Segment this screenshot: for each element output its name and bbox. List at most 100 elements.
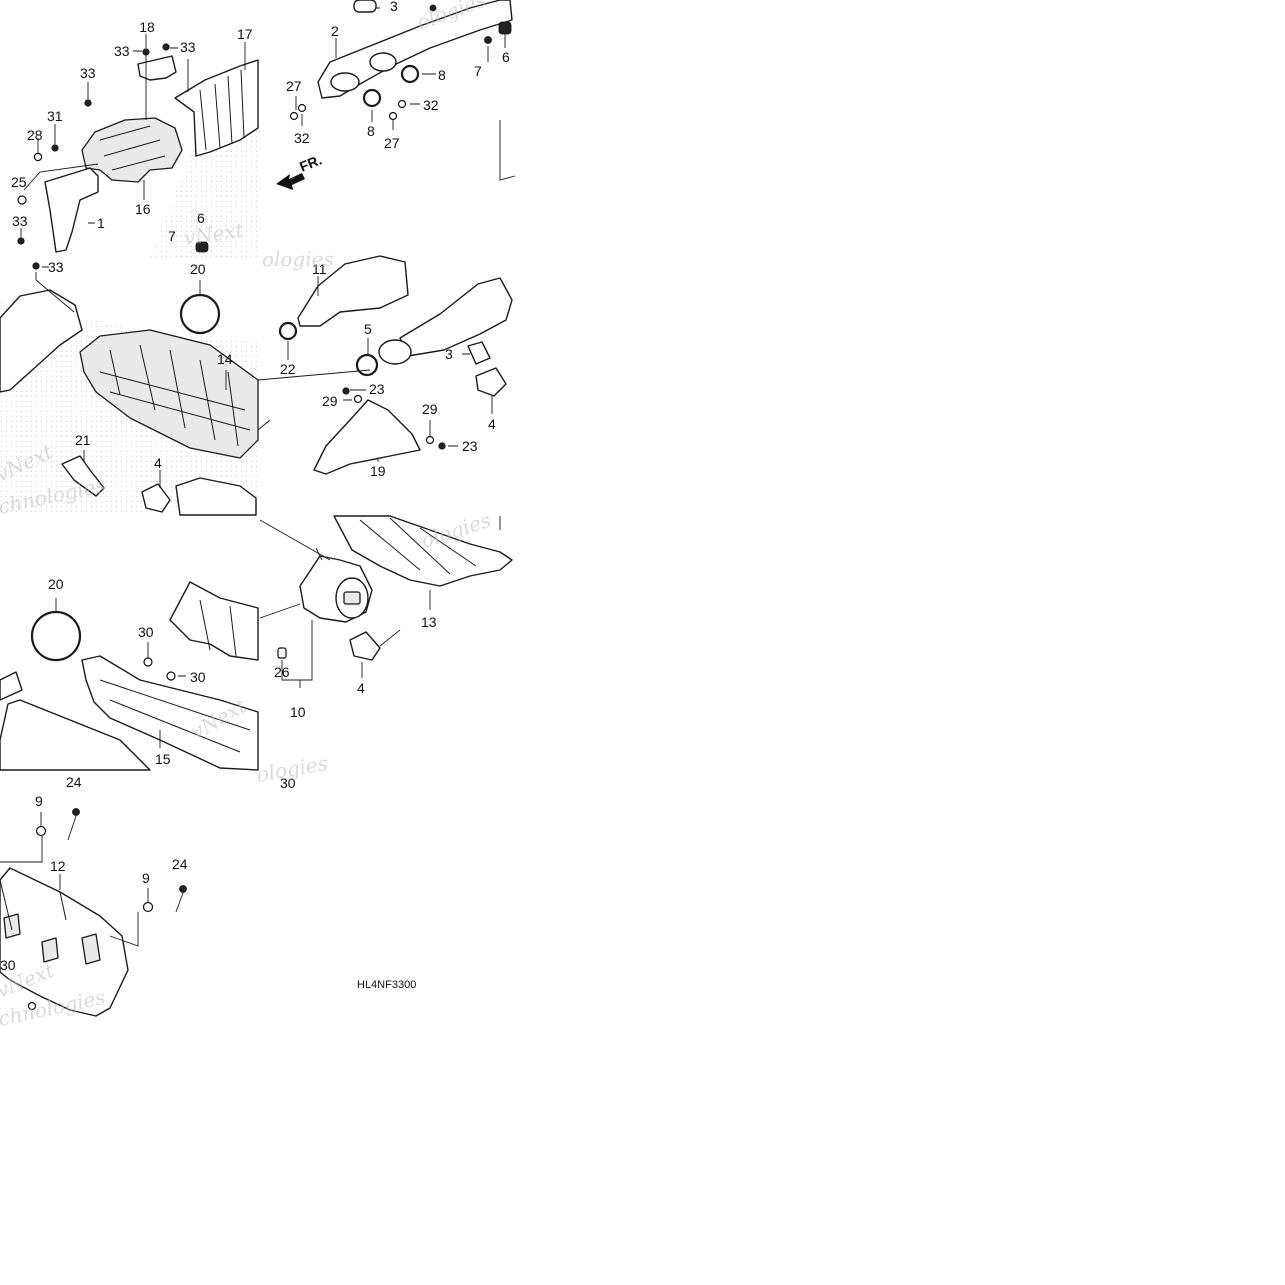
- slot: [41, 937, 59, 963]
- callout-33: 33: [80, 65, 96, 81]
- callout-3: 3: [445, 346, 453, 362]
- callout-28: 28: [27, 127, 43, 143]
- washer-29-icon: [353, 394, 363, 404]
- spring-6-icon: [498, 21, 512, 35]
- nut-27-icon: [388, 111, 398, 121]
- callout-4: 4: [154, 455, 162, 471]
- hanger-3: [353, 0, 377, 13]
- callout-18: 18: [139, 19, 155, 35]
- panel-center-pipe: 11 5 22 3 4 23 29 29 23 19 ologies: [257, 247, 513, 479]
- washer-29-icon: [425, 435, 435, 445]
- callout-19: 19: [370, 463, 386, 479]
- nut-27-icon: [289, 111, 299, 121]
- callout-6: 6: [197, 210, 205, 226]
- nut-32-icon: [297, 103, 307, 113]
- nut-32-icon: [397, 99, 407, 109]
- heat-shield-left: [0, 289, 83, 393]
- callout-11: 11: [312, 261, 327, 277]
- washer-30-icon: [143, 657, 153, 667]
- nut-25-icon: [17, 195, 27, 205]
- callout-17: 17: [237, 26, 253, 42]
- callout-4: 4: [488, 416, 496, 432]
- hanger-4: [349, 631, 381, 661]
- callout-32: 32: [294, 130, 310, 146]
- callout-3: 3: [390, 0, 398, 14]
- callout-5: 5: [364, 321, 372, 337]
- bracket-18: [137, 55, 177, 81]
- washer-28-icon: [33, 152, 43, 162]
- callout-31: 31: [47, 108, 63, 124]
- callout-16: 16: [135, 201, 151, 217]
- bolt-24-icon: [72, 808, 80, 816]
- slot: [81, 933, 101, 965]
- diagram-code: HL4NF3300: [357, 979, 416, 991]
- callout-12: 12: [50, 858, 66, 874]
- callout-10: 10: [290, 704, 306, 720]
- center-pipe: [399, 277, 513, 357]
- callout-30: 30: [190, 669, 206, 685]
- callout-25: 25: [11, 174, 27, 190]
- bolt-31-icon: [51, 144, 59, 152]
- slot: [3, 913, 21, 939]
- clamp-20-icon: [30, 610, 82, 662]
- heat-shield-16: [81, 117, 183, 183]
- heat-shield-14: [79, 329, 259, 459]
- washer-30-icon: [27, 1001, 37, 1011]
- hanger-4: [475, 367, 507, 397]
- bolt-24-icon: [179, 885, 187, 893]
- bolt-23-icon: [438, 442, 446, 450]
- panel-muffler: 26 10 4 13 30 ologies ologies: [255, 508, 513, 791]
- flange: [369, 52, 397, 72]
- callout-27: 27: [384, 135, 400, 151]
- callout-21: 21: [75, 432, 91, 448]
- callout-8: 8: [438, 67, 446, 83]
- gasket-8-icon: [362, 88, 382, 108]
- callout-33: 33: [114, 43, 130, 59]
- callout-4: 4: [357, 680, 365, 696]
- callout-33: 33: [180, 39, 196, 55]
- bolt-33-icon: [84, 99, 92, 107]
- hanger-4: [141, 483, 171, 513]
- bolt-33-icon: [32, 262, 40, 270]
- callout-2: 2: [331, 23, 339, 39]
- pipe-section: [175, 477, 257, 516]
- callout-33: 33: [12, 213, 28, 229]
- callout-9: 9: [35, 793, 43, 809]
- callout-23: 23: [462, 438, 478, 454]
- callout-33: 33: [48, 259, 64, 275]
- callout-1: 1: [97, 215, 105, 231]
- flange: [378, 339, 412, 365]
- clamp-21: [61, 455, 105, 497]
- callout-7: 7: [474, 63, 482, 79]
- watermark: ologies: [262, 247, 334, 271]
- callout-30: 30: [280, 775, 296, 791]
- callout-23: 23: [369, 381, 385, 397]
- callout-22: 22: [280, 361, 296, 377]
- bolt-33-icon: [162, 43, 170, 51]
- panel-heat-shield-upper: 18 33 33 17 33 31 28 25 16 1 33 6 7 vNex…: [11, 19, 259, 258]
- callout-26: 26: [274, 664, 290, 680]
- callout-15: 15: [155, 751, 171, 767]
- nut-26-icon: [277, 647, 287, 659]
- muffler-outlet-cap: [343, 591, 361, 605]
- gasket-5-icon: [355, 353, 379, 377]
- callout-8: 8: [367, 123, 375, 139]
- nut-9-icon: [35, 825, 47, 837]
- bolt-33-icon: [17, 237, 25, 245]
- panel-heat-shield-middle: 33 20 14 21 4 vNext chnologies: [0, 259, 271, 519]
- pipe-cover-11: [297, 255, 409, 327]
- clamp-20-icon: [179, 293, 221, 335]
- callout-32: 32: [423, 97, 439, 113]
- callout-24: 24: [172, 856, 188, 872]
- spring-6-icon: [195, 241, 209, 253]
- front-pipe-2: [317, 0, 513, 99]
- clamp-22-icon: [278, 321, 298, 341]
- heat-shield-lower-left: [0, 699, 151, 771]
- heat-shield-13: [333, 515, 513, 587]
- callout-14: 14: [217, 351, 233, 367]
- callout-7: 7: [168, 228, 176, 244]
- heat-shield-15-upper: [169, 581, 259, 661]
- bracket-1: [44, 167, 99, 253]
- callout-9: 9: [142, 870, 150, 886]
